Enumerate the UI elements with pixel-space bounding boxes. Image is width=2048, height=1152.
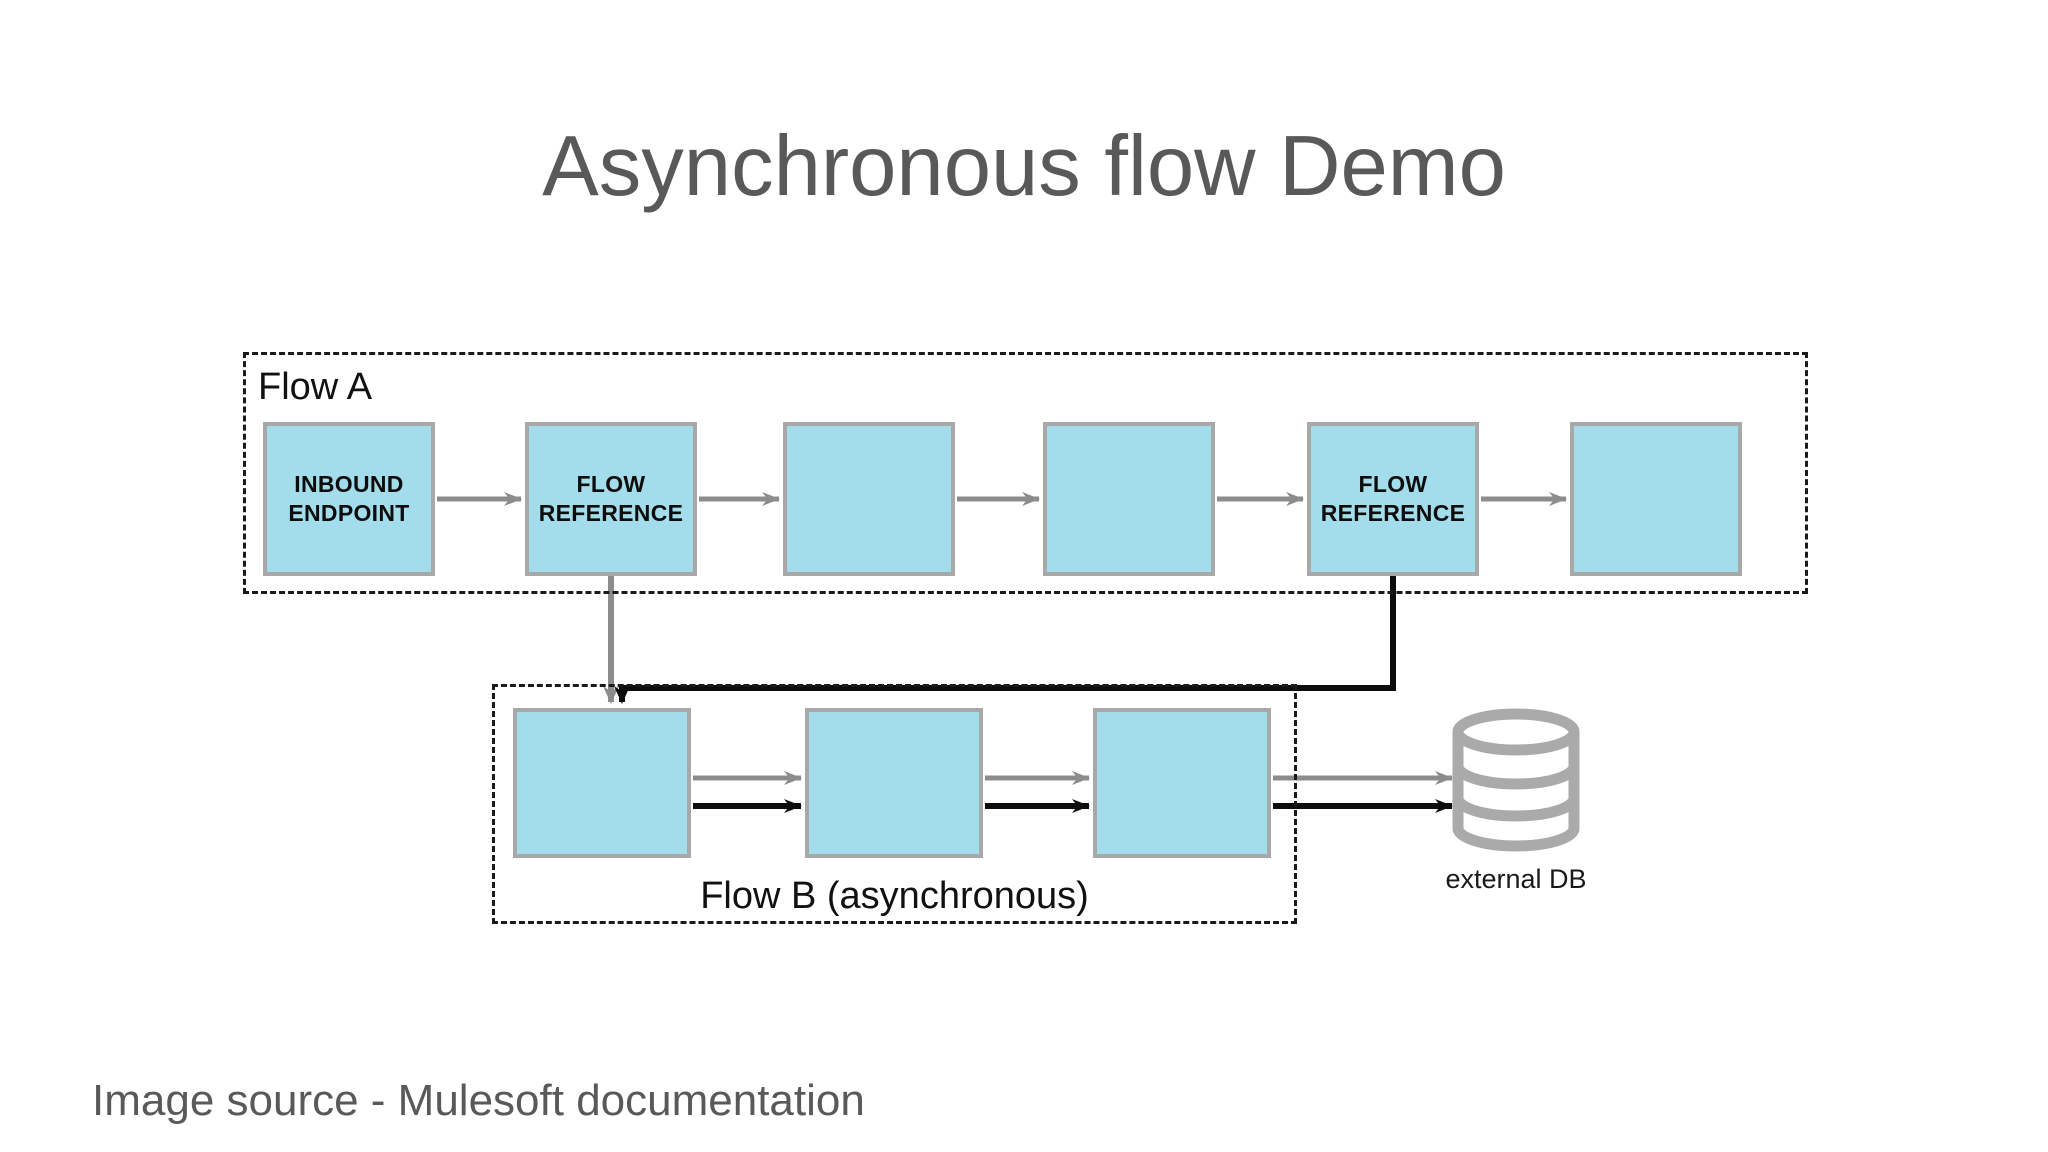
flow-a-label: Flow A (258, 366, 373, 408)
flow-b-step-box-1[interactable] (513, 708, 691, 858)
flow-a-step-box-4[interactable] (1043, 422, 1215, 576)
flow-b-step-box-3[interactable] (1093, 708, 1271, 858)
source-caption: Image source - Mulesoft documentation (92, 1076, 865, 1125)
flow-reference-label-1: FLOW REFERENCE (538, 470, 684, 526)
flow-a-step-box-6[interactable] (1570, 422, 1742, 576)
flow-b-connectors (693, 771, 1453, 813)
flow-reference-label-2: FLOW REFERENCE (1320, 470, 1466, 526)
flowref2-to-flowb-connector (614, 576, 1396, 704)
flow-b-group (492, 684, 1297, 924)
inbound-endpoint-label: INBOUND ENDPOINT (288, 470, 410, 526)
flow-b-label: Flow B (asynchronous) (700, 875, 1089, 917)
flow-a-group (243, 352, 1808, 594)
inbound-endpoint-box[interactable]: INBOUND ENDPOINT (263, 422, 435, 576)
database-label: external DB (1445, 864, 1587, 894)
flow-reference-box-2[interactable]: FLOW REFERENCE (1307, 422, 1479, 576)
flow-b-step-box-2[interactable] (805, 708, 983, 858)
flow-a-step-box-3[interactable] (783, 422, 955, 576)
flow-reference-box-1[interactable]: FLOW REFERENCE (525, 422, 697, 576)
database-icon (1452, 708, 1580, 852)
page-title: Asynchronous flow Demo (542, 119, 1506, 214)
